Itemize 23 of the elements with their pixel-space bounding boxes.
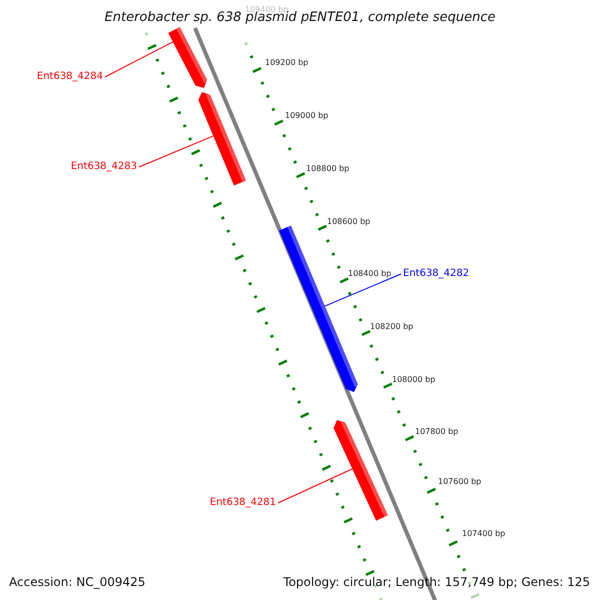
position-label: 108800 bp: [306, 164, 350, 174]
leader-line: [138, 135, 214, 168]
position-label: 109200 bp: [265, 58, 308, 68]
position-label: 108200 bp: [370, 322, 414, 332]
position-label: 107600 bp: [438, 477, 482, 487]
gene-label: Ent638_4282: [403, 268, 470, 280]
position-label: 108600 bp: [327, 217, 370, 227]
gene-label: Ent638_4281: [210, 497, 276, 509]
position-label: 108000 bp: [392, 375, 436, 385]
gene-arrow: [334, 420, 388, 521]
gene-label: Ent638_4284: [36, 71, 103, 83]
gene-arrow: [198, 92, 246, 186]
position-label: 107400 bp: [462, 529, 506, 539]
leader-line: [324, 274, 402, 307]
summary-text: Topology: circular; Length: 157,749 bp; Genes: 125: [283, 575, 590, 589]
leader-line: [278, 468, 353, 504]
gene-arrow: [168, 27, 208, 88]
position-label: 108400 bp: [348, 269, 392, 279]
gene-label: Ent638_4283: [70, 161, 137, 173]
accession-text: Accession: NC_009425: [9, 575, 146, 589]
position-label: 107800 bp: [415, 427, 458, 437]
leader-line: [104, 41, 174, 78]
position-label: 109000 bp: [285, 111, 328, 121]
